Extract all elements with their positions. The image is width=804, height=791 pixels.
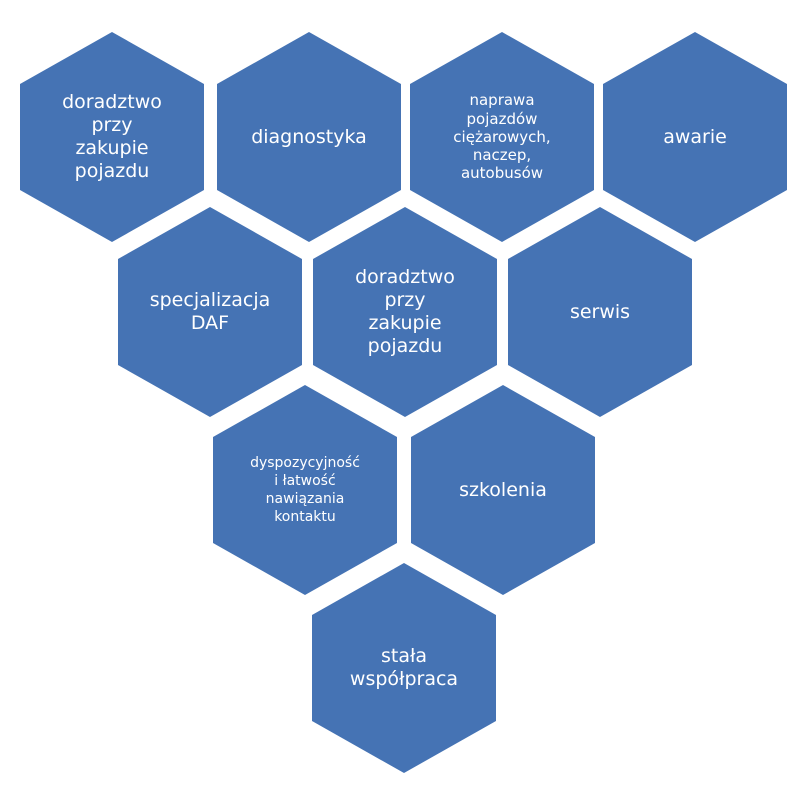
hexagon-training: szkolenia <box>411 385 595 595</box>
hexagon-shape <box>410 32 594 242</box>
hexagon-shape <box>217 32 401 242</box>
hexagon-daf-specialization: specjalizacja DAF <box>118 207 302 417</box>
hexagon-shape <box>603 32 787 242</box>
hexagon-service: serwis <box>508 207 692 417</box>
hexagon-advice-purchase-top: doradztwo przy zakupie pojazdu <box>20 32 204 242</box>
hexagon-breakdowns: awarie <box>603 32 787 242</box>
hexagon-repair: naprawa pojazdów ciężarowych, naczep, au… <box>410 32 594 242</box>
hexagon-diagnostics: diagnostyka <box>217 32 401 242</box>
hexagon-shape <box>508 207 692 417</box>
hexagon-label: stała współpraca <box>349 645 459 690</box>
hexagon-label: szkolenia <box>459 478 547 501</box>
hexagon-availability: dyspozycyjność i łatwość nawiązania kont… <box>213 385 397 595</box>
hexagon-shape <box>118 207 302 417</box>
hexagon-shape <box>213 385 397 595</box>
hexagon-label: diagnostyka <box>251 125 367 148</box>
hexagon-label: doradztwo przy zakupie pojazdu <box>62 91 162 182</box>
hexagon-label: doradztwo przy zakupie pojazdu <box>355 266 455 357</box>
hexagon-label: serwis <box>569 300 631 323</box>
hexagon-advice-purchase-center: doradztwo przy zakupie pojazdu <box>313 207 497 417</box>
hexagon-label: naprawa pojazdów ciężarowych, naczep, au… <box>453 91 551 183</box>
hexagon-shape <box>20 32 204 242</box>
hexagon-label: specjalizacja DAF <box>149 289 271 334</box>
hexagon-label: awarie <box>663 125 727 148</box>
hexagon-shape <box>313 207 497 417</box>
hexagon-shape <box>312 563 496 773</box>
hexagon-label: dyspozycyjność i łatwość nawiązania kont… <box>250 454 360 526</box>
hexagon-cooperation: stała współpraca <box>312 563 496 773</box>
hexagon-shape <box>411 385 595 595</box>
